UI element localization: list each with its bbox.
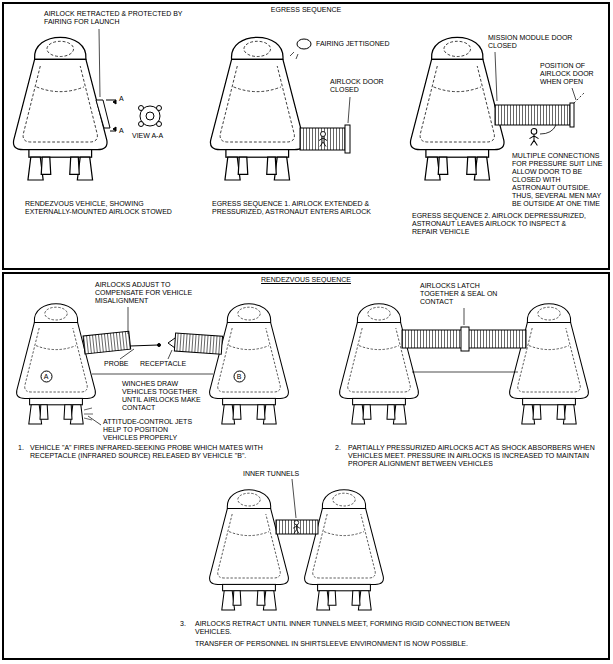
callout-label: FAIRING JETTISONED [316,40,390,48]
caption-text: VEHICLE "A" FIRES INFRARED-SEEKING PROBE… [30,444,270,460]
step-number: 3. [180,620,186,628]
vehicle-marker: A [40,370,53,383]
egress-panel: EGRESS SEQUENCE [2,2,610,270]
step-number: 2. [335,444,341,452]
callout-label: PROBE [104,360,129,368]
callout-label: AIRLOCKS ADJUST TO COMPENSATE FOR VEHICL… [95,281,195,305]
caption-text: RENDEZVOUS VEHICLE, SHOWING EXTERNALLY-M… [25,200,190,216]
callout-label: RECEPTACLE [140,360,186,368]
section-mark: A [119,95,124,103]
note-text: MULTIPLE CONNECTIONS FOR PRESSURE SUIT L… [512,152,604,208]
rendezvous-panel: RENDEZVOUS SEQUENCE A B [2,272,610,660]
callout-label: MISSION MODULE DOOR CLOSED [488,34,598,50]
callout-label: WINCHES DRAW VEHICLES TOGETHER UNTIL AIR… [122,380,206,412]
caption-text: AIRLOCKS RETRACT UNTIL INNER TUNNELS MEE… [195,620,525,636]
view-label: VIEW A-A [132,132,163,140]
caption-text: EGRESS SEQUENCE 1. AIRLOCK EXTENDED & PR… [212,200,392,216]
caption-text: TRANSFER OF PERSONNEL IN SHIRTSLEEVE ENV… [195,640,525,648]
callout-label: AIRLOCK DOOR CLOSED [330,78,384,94]
callout-label: AIRLOCKS LATCH TOGETHER & SEAL ON CONTAC… [420,282,508,306]
section-mark: A [119,127,124,135]
callout-label: ATTITUDE-CONTROL JETS HELP TO POSITION V… [103,418,203,442]
callout-label: AIRLOCK RETRACTED & PROTECTED BY FAIRING… [44,10,184,26]
caption-text: PARTIALLY PRESSURIZED AIRLOCKS ACT AS SH… [348,444,603,468]
callout-label: POSITION OF AIRLOCK DOOR WHEN OPEN [540,62,606,86]
marker-letter: A [44,373,49,381]
caption-text: EGRESS SEQUENCE 2. AIRLOCK DEPRESSURIZED… [412,212,592,236]
vehicle-marker: B [233,370,246,383]
callout-label: INNER TUNNELS [243,470,299,478]
marker-letter: B [237,373,242,381]
panel-heading: RENDEZVOUS SEQUENCE [4,276,608,284]
step-number: 1. [18,444,24,452]
